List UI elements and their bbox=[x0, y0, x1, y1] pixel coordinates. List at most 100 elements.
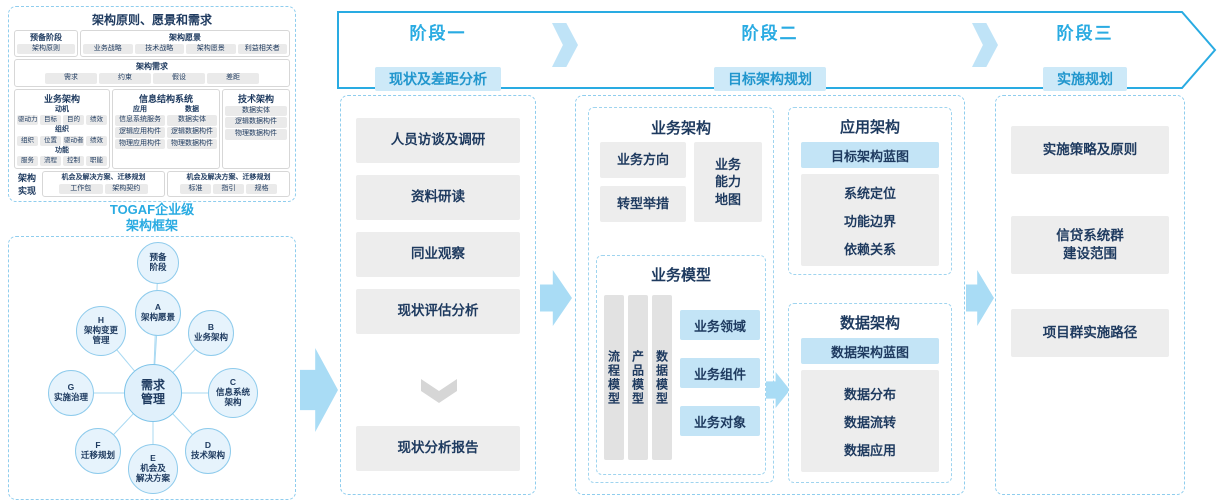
requirement-item: 约束 bbox=[99, 72, 151, 84]
phase2-to-phase3-arrow-icon bbox=[966, 270, 994, 326]
function-group: 功能 服务 流程 控制 职能 bbox=[17, 147, 107, 167]
app-arch-title: 应用架构 bbox=[839, 119, 900, 136]
realization-title: 架构 实现 bbox=[17, 173, 36, 197]
tech-item: 物理数据构件 bbox=[225, 129, 287, 140]
tech-item: 数据实体 bbox=[225, 105, 287, 117]
business-capability-map-box: 业务 能力 地图 bbox=[694, 142, 762, 222]
adm-node-h-change: H 架构变更 管理 bbox=[76, 306, 126, 356]
data-arch-item: 数据应用 bbox=[843, 442, 896, 458]
phase2-banner: 阶段二 目标架构规划 bbox=[650, 19, 890, 91]
phase2-title: 阶段二 bbox=[741, 24, 799, 43]
data-arch-items-box: 数据分布 数据流转 数据应用 bbox=[801, 370, 939, 472]
togaf-adm-diagram: 预备 阶段 A 架构愿景 B 业务架构 C 信息系统 架构 D 技术架构 E 机… bbox=[8, 236, 296, 500]
group-item: 物理数据构件 bbox=[167, 138, 217, 150]
group-item: 职能 bbox=[86, 156, 107, 167]
adm-node-d-technology: D 技术架构 bbox=[185, 428, 231, 474]
application-architecture-box: 应用架构 目标架构蓝图 系统定位 功能边界 依赖关系 bbox=[788, 107, 952, 275]
requirement-item: 假设 bbox=[153, 72, 205, 84]
requirement-cell: 架构需求 需求 约束 假设 差距 bbox=[14, 59, 290, 87]
adm-node-preliminary: 预备 阶段 bbox=[137, 242, 179, 284]
vision-item: 利益相关者 bbox=[237, 43, 287, 55]
group-name: 组织 bbox=[55, 126, 69, 134]
group-item: 控制 bbox=[63, 156, 84, 167]
transformation-initiatives-box: 转型举措 bbox=[600, 186, 686, 222]
realization-item: 工作包 bbox=[59, 183, 103, 195]
phase1-step: 同业观察 bbox=[356, 232, 520, 277]
left-to-phase1-arrow-icon bbox=[300, 348, 338, 432]
phase1-result: 现状分析报告 bbox=[356, 426, 520, 471]
realization-cell-2: 机会及解决方案、迁移规划 标准 指引 规格 bbox=[167, 171, 290, 198]
prelim-vision-row: 预备阶段 架构原则 架构愿景 业务战略 技术战略 架构愿景 利益相关者 bbox=[14, 30, 290, 58]
app-arch-item: 系统定位 bbox=[843, 185, 896, 201]
phase1-step: 人员访谈及调研 bbox=[356, 118, 520, 163]
realization-item: 架构契约 bbox=[104, 183, 148, 195]
group-name: 动机 bbox=[55, 105, 69, 113]
down-arrow-icon bbox=[421, 379, 457, 403]
prelim-item: 架构原则 bbox=[17, 43, 75, 55]
phase3-item: 信贷系统群 建设范围 bbox=[1011, 216, 1169, 274]
togaf-framework-title: TOGAF企业级 架构框架 bbox=[109, 202, 195, 233]
business-direction-box: 业务方向 bbox=[600, 142, 686, 178]
app-arch-item: 依赖关系 bbox=[843, 241, 896, 257]
vision-item: 技术战略 bbox=[134, 43, 184, 55]
group-item: 服务 bbox=[17, 156, 38, 167]
group-item: 驱动者 bbox=[63, 135, 84, 146]
app-arch-item: 功能边界 bbox=[843, 213, 896, 229]
business-arch-section-title: 业务架构 bbox=[650, 120, 711, 137]
group-item: 逻辑数据构件 bbox=[167, 126, 217, 138]
group-item: 驱动力 bbox=[17, 115, 38, 126]
phase3-item: 项目群实施路径 bbox=[1011, 309, 1169, 357]
adm-node-a-vision: A 架构愿景 bbox=[135, 290, 181, 336]
data-model-bar: 数据模型 bbox=[652, 295, 672, 460]
adm-node-g-governance: G 实施治理 bbox=[48, 370, 94, 416]
tech-arch-cell: 技术架构 数据实体 逻辑数据构件 物理数据构件 bbox=[222, 88, 290, 170]
phase3-column: 实施策略及原则 信贷系统群 建设范围 项目群实施路径 bbox=[995, 95, 1185, 495]
group-name: 数据 bbox=[185, 105, 199, 113]
phase1-banner: 阶段一 现状及差距分析 bbox=[338, 19, 538, 91]
organization-group: 组织 组织 位置 驱动者 绩效 bbox=[17, 126, 107, 146]
phase3-item: 实施策略及原则 bbox=[1011, 126, 1169, 174]
realization-item: 标准 bbox=[180, 183, 211, 195]
group-item: 信息系统服务 bbox=[115, 115, 165, 126]
phase1-to-phase2-arrow-icon bbox=[540, 270, 572, 326]
group-item: 物理应用构件 bbox=[115, 138, 165, 150]
phase1-step: 资料研读 bbox=[356, 175, 520, 220]
adm-node-c-information: C 信息系统 架构 bbox=[208, 368, 258, 418]
vision-item: 架构愿景 bbox=[186, 43, 236, 55]
business-object-box: 业务对象 bbox=[680, 406, 760, 436]
vision-item: 业务战略 bbox=[83, 43, 133, 55]
data-arch-item: 数据流转 bbox=[843, 414, 896, 430]
business-arch-title: 业务架构 bbox=[43, 93, 80, 104]
app-arch-items-box: 系统定位 功能边界 依赖关系 bbox=[801, 174, 939, 266]
phase1-column: 人员访谈及调研 资料研读 同业观察 现状评估分析 现状分析报告 bbox=[340, 95, 536, 495]
data-group: 数据 数据实体 逻辑数据构件 物理数据构件 bbox=[167, 106, 217, 150]
vision-title: 架构愿景 bbox=[169, 33, 201, 42]
business-arch-cell: 业务架构 动机 驱动力 目标 目的 绩效 组织 组织 位置 驱动者 bbox=[14, 88, 110, 170]
business-model-title: 业务模型 bbox=[650, 267, 711, 284]
motivation-group: 动机 驱动力 目标 目的 绩效 bbox=[17, 106, 107, 126]
process-model-bar: 流程模型 bbox=[604, 295, 624, 460]
group-item: 流程 bbox=[40, 156, 61, 167]
adm-node-b-business: B 业务架构 bbox=[188, 310, 234, 356]
phase3-title: 阶段三 bbox=[1056, 24, 1114, 43]
group-item: 数据实体 bbox=[167, 115, 217, 126]
group-item: 目的 bbox=[63, 115, 84, 126]
prelim-title: 预备阶段 bbox=[30, 33, 62, 42]
group-item: 绩效 bbox=[86, 115, 107, 126]
realization-item: 指引 bbox=[213, 183, 244, 195]
data-arch-item: 数据分布 bbox=[843, 386, 896, 402]
phase3-banner: 阶段三 实施规划 bbox=[985, 19, 1185, 91]
architecture-domains-row: 业务架构 动机 驱动力 目标 目的 绩效 组织 组织 位置 驱动者 bbox=[14, 88, 290, 170]
data-blueprint-box: 数据架构蓝图 bbox=[801, 338, 939, 364]
group-name: 应用 bbox=[133, 105, 147, 113]
data-arch-title: 数据架构 bbox=[839, 315, 900, 332]
phase1-title: 阶段一 bbox=[409, 24, 467, 43]
group-item: 目标 bbox=[40, 115, 61, 126]
business-domain-box: 业务领域 bbox=[680, 310, 760, 340]
architecture-principles-panel: 架构原则、愿景和需求 预备阶段 架构原则 架构愿景 业务战略 技术战略 架构愿景… bbox=[8, 6, 296, 202]
requirement-item: 差距 bbox=[207, 72, 259, 84]
adm-node-f-migration: F 迁移规划 bbox=[75, 428, 121, 474]
group-item: 位置 bbox=[40, 135, 61, 146]
realization-row: 架构 实现 机会及解决方案、迁移规划 工作包 架构契约 机会及解决方案、迁移规划… bbox=[14, 171, 290, 198]
